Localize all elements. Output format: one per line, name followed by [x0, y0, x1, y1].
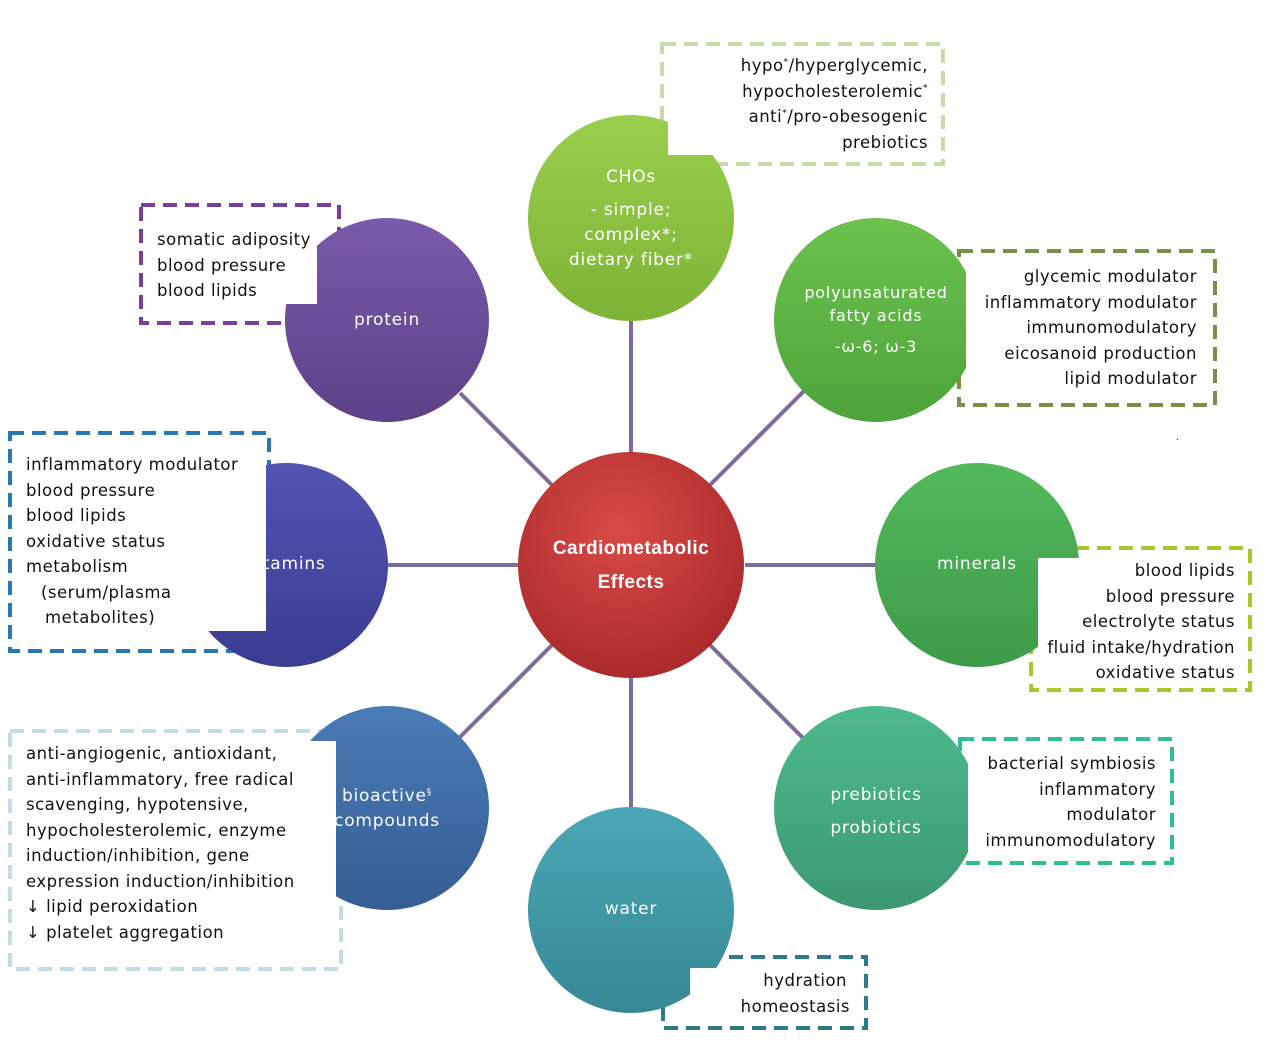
- minerals-effect: fluid intake/hydration: [1047, 637, 1235, 657]
- node-water: [528, 807, 734, 1013]
- bioactive-effect: anti-angiogenic, antioxidant,: [26, 744, 278, 763]
- pufa-line: fatty acids: [829, 306, 923, 325]
- bioactive-effect: induction/inhibition, gene: [26, 846, 250, 865]
- box-minerals: blood lipids blood pressure electrolyte …: [1038, 558, 1235, 686]
- node-center: [518, 452, 744, 678]
- minerals-title: minerals: [937, 554, 1017, 574]
- vitamins-effect: blood pressure: [26, 480, 156, 500]
- spoke-pufa: [708, 388, 807, 487]
- center-title-line1: Cardiometabolic: [552, 538, 710, 559]
- water-effect: homeostasis: [740, 996, 850, 1016]
- minerals-effect: oxidative status: [1095, 663, 1235, 682]
- bioactive-effect: ↓ lipid peroxidation: [26, 897, 199, 916]
- pufa-line: polyunsaturated: [804, 283, 948, 302]
- protein-effect: somatic adiposity: [157, 230, 311, 249]
- bioactive-effect: scavenging, hypotensive,: [26, 795, 249, 814]
- prebiotics-effect: inflammatory: [1039, 779, 1156, 799]
- pufa-label: polyunsaturated fatty acids -ω-6; ω-3: [781, 281, 971, 358]
- vitamins-effect: blood lipids: [26, 506, 127, 525]
- pufa-line: -ω-6; ω-3: [834, 337, 918, 356]
- bioactive-effect: anti-inflammatory, free radical: [26, 769, 294, 789]
- prebiotics-effect: immunomodulatory: [985, 830, 1156, 850]
- chos-line: complex*;: [584, 225, 678, 245]
- vitamins-effect: (serum/plasma: [41, 582, 172, 602]
- chos-sup: *: [923, 83, 928, 93]
- node-protein: [285, 218, 489, 422]
- pufa-effect: glycemic modulator: [1023, 267, 1197, 286]
- prebiotics-line: prebiotics: [830, 785, 922, 805]
- box-protein: somatic adiposity blood pressure blood l…: [157, 227, 317, 304]
- chos-sup: *: [783, 57, 789, 68]
- protein-title: protein: [353, 310, 421, 330]
- protein-effect: blood pressure: [157, 255, 287, 275]
- chos-effect: hypo: [740, 56, 784, 75]
- chos-title: CHOs: [605, 167, 657, 187]
- box-prebiotics: bacterial symbiosis inflammatory modulat…: [968, 751, 1156, 853]
- prebiotics-effect: modulator: [1066, 805, 1156, 824]
- water-title: water: [604, 899, 658, 919]
- center-label: Cardiometabolic Effects: [531, 532, 731, 600]
- prebiotics-line: probiotics: [830, 818, 922, 838]
- pufa-effect: lipid modulator: [1064, 369, 1197, 388]
- chos-line: dietary fiber*: [568, 250, 694, 270]
- node-prebiotics: [774, 706, 978, 910]
- bioactive-sup: §: [426, 787, 433, 798]
- box-bioactive: anti-angiogenic, antioxidant, anti-infla…: [26, 741, 336, 945]
- vitamins-effect: metabolism: [26, 557, 129, 576]
- chos-sup: *: [782, 108, 788, 119]
- bioactive-effect: expression induction/inhibition: [26, 871, 295, 891]
- minerals-effect: blood lipids: [1134, 561, 1235, 580]
- bioactive-label: bioactive§ compounds: [297, 784, 477, 834]
- bioactive-effect: hypocholesterolemic, enzyme: [26, 820, 287, 840]
- bioactive-title: bioactive: [341, 786, 427, 806]
- water-label: water: [541, 897, 721, 922]
- box-water: hydration homeostasis: [690, 968, 850, 1019]
- node-bioactive: [285, 706, 489, 910]
- vitamins-effect: oxidative status: [26, 531, 166, 551]
- protein-effect: blood lipids: [157, 281, 258, 300]
- pufa-effect: inflammatory modulator: [984, 292, 1197, 312]
- stray-mark: .: [1176, 432, 1179, 443]
- spoke-protein: [458, 391, 554, 487]
- spoke-prebiotics: [708, 643, 807, 742]
- box-pufa: glycemic modulator inflammatory modulato…: [966, 264, 1197, 392]
- minerals-effect: electrolyte status: [1082, 612, 1235, 631]
- spokes: [388, 320, 877, 810]
- prebiotics-label: prebiotics probiotics: [786, 779, 966, 845]
- chos-label: CHOs - simple; complex*; dietary fiber*: [541, 165, 721, 273]
- water-effect: hydration: [763, 971, 847, 990]
- vitamins-effect: metabolites): [45, 608, 156, 627]
- bioactive-title-line2: compounds: [334, 811, 440, 831]
- minerals-label: minerals: [887, 552, 1067, 577]
- pufa-effect: immunomodulatory: [1026, 318, 1197, 337]
- box-chos: hypo*/hyperglycemic, hypocholesterolemic…: [668, 53, 928, 155]
- chos-effect: prebiotics: [842, 132, 928, 152]
- center-title-line2: Effects: [597, 572, 665, 593]
- chos-effect: /hyperglycemic,: [788, 56, 928, 75]
- vitamins-title: vitamins: [246, 554, 326, 574]
- minerals-effect: blood pressure: [1105, 586, 1235, 606]
- chos-effect: /pro-obesogenic: [787, 107, 928, 126]
- spoke-bioactive: [458, 643, 554, 739]
- prebiotics-effect: bacterial symbiosis: [987, 754, 1156, 773]
- bioactive-effect: ↓ platelet aggregation: [26, 922, 225, 942]
- pufa-effect: eicosanoid production: [1004, 343, 1197, 363]
- protein-label: protein: [297, 308, 477, 333]
- node-pufa: [774, 218, 978, 422]
- chos-effect: anti: [748, 107, 783, 126]
- vitamins-label: vitamins: [196, 552, 376, 577]
- node-minerals: [875, 463, 1079, 667]
- chos-line: - simple;: [590, 200, 672, 220]
- node-chos: [528, 115, 734, 321]
- vitamins-effect: inflammatory modulator: [26, 455, 239, 474]
- chos-effect: hypocholesterolemic: [742, 81, 923, 101]
- box-vitamins: inflammatory modulator blood pressure bl…: [26, 452, 266, 631]
